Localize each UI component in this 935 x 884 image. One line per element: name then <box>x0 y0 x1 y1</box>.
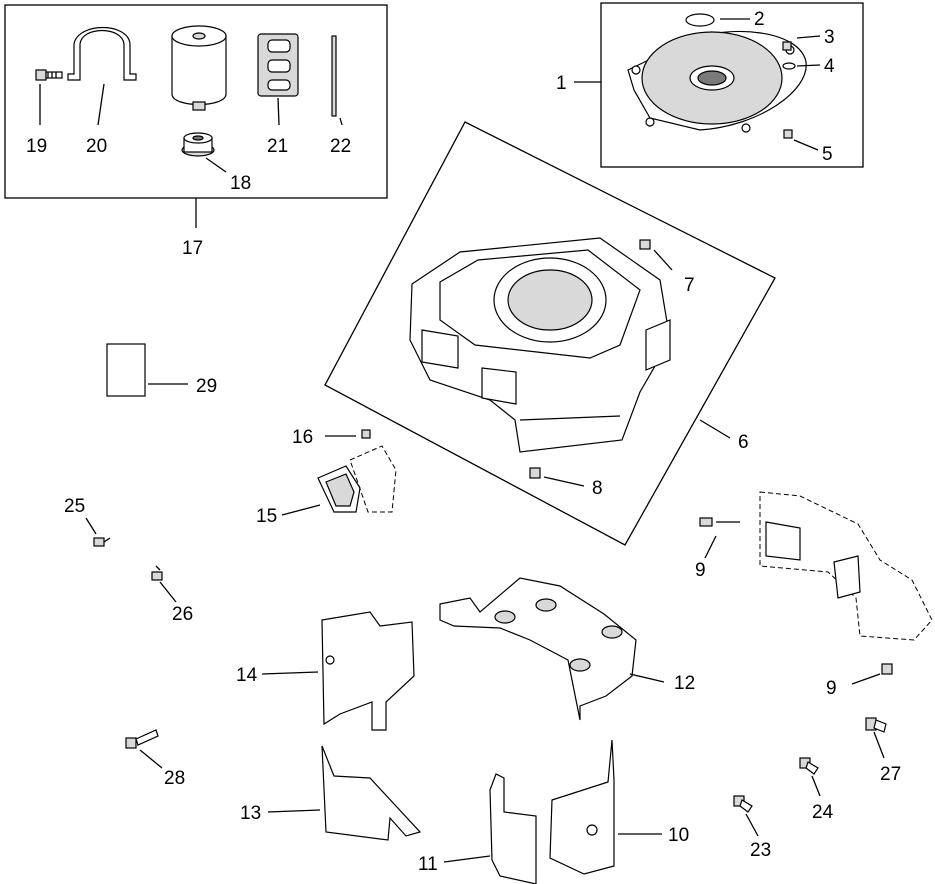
callout-27: 27 <box>880 764 901 785</box>
part-3-screw <box>782 35 821 51</box>
callout-3: 3 <box>824 27 835 48</box>
callout-8: 8 <box>592 478 603 499</box>
callout-4: 4 <box>824 56 835 77</box>
callout-15: 15 <box>256 506 277 527</box>
callout-16: 16 <box>292 427 313 448</box>
part-27-bolt <box>865 717 887 759</box>
callout-13: 13 <box>240 803 261 824</box>
part-28-bolt <box>125 729 163 769</box>
callout-21: 21 <box>267 136 288 157</box>
part-23-bolt <box>733 795 759 837</box>
callout-20: 20 <box>86 136 107 157</box>
callout-10: 10 <box>668 825 689 846</box>
callout-11: 11 <box>418 854 438 875</box>
callout-19: 19 <box>26 136 47 157</box>
part-9-side-assembly <box>699 491 933 685</box>
callout-9-upper: 9 <box>695 560 706 581</box>
part-screen <box>627 30 807 133</box>
callout-1: 1 <box>556 73 567 94</box>
callout-23: 23 <box>750 840 771 861</box>
part-24-bolt <box>799 757 821 797</box>
part-filter-cylinder <box>171 25 227 111</box>
part-26-screw <box>151 565 177 603</box>
housing-box-6 <box>324 121 776 546</box>
callout-28: 28 <box>164 768 185 789</box>
callout-18: 18 <box>230 173 251 194</box>
part-15-seal <box>281 465 361 516</box>
callout-22: 22 <box>330 136 351 157</box>
part-12-bracket <box>439 577 665 721</box>
part-5-screw <box>783 129 819 151</box>
part-16-bracket <box>325 429 397 513</box>
callout-12: 12 <box>674 673 695 694</box>
part-14-shield <box>261 611 415 731</box>
callout-9-lower: 9 <box>826 678 837 699</box>
part-13-shield <box>267 745 422 841</box>
part-22-pin <box>331 35 343 126</box>
callout-14: 14 <box>236 665 258 686</box>
part-8-nut <box>529 467 585 487</box>
part-18-grommet <box>181 132 227 173</box>
callout-5: 5 <box>822 144 833 165</box>
part-blower-housing <box>409 237 671 453</box>
part-11-bracket <box>443 773 537 884</box>
part-2-cap <box>685 13 750 27</box>
part-29-label <box>106 343 188 397</box>
screen-box-1 <box>600 2 864 168</box>
callout-26: 26 <box>172 604 193 625</box>
part-10-bracket <box>549 739 662 875</box>
callout-7: 7 <box>684 275 695 296</box>
callout-29: 29 <box>196 376 217 397</box>
callout-6: 6 <box>738 432 749 453</box>
part-19-bolt <box>35 69 63 125</box>
part-20-clamp <box>67 26 137 126</box>
part-4-washer <box>782 62 821 70</box>
callout-17: 17 <box>182 238 203 259</box>
callout-25: 25 <box>64 496 85 517</box>
part-21-clip <box>257 33 299 126</box>
callout-2: 2 <box>754 9 765 30</box>
callout-24: 24 <box>812 802 834 823</box>
part-7-nut <box>639 239 673 271</box>
part-25-screw <box>85 517 111 547</box>
